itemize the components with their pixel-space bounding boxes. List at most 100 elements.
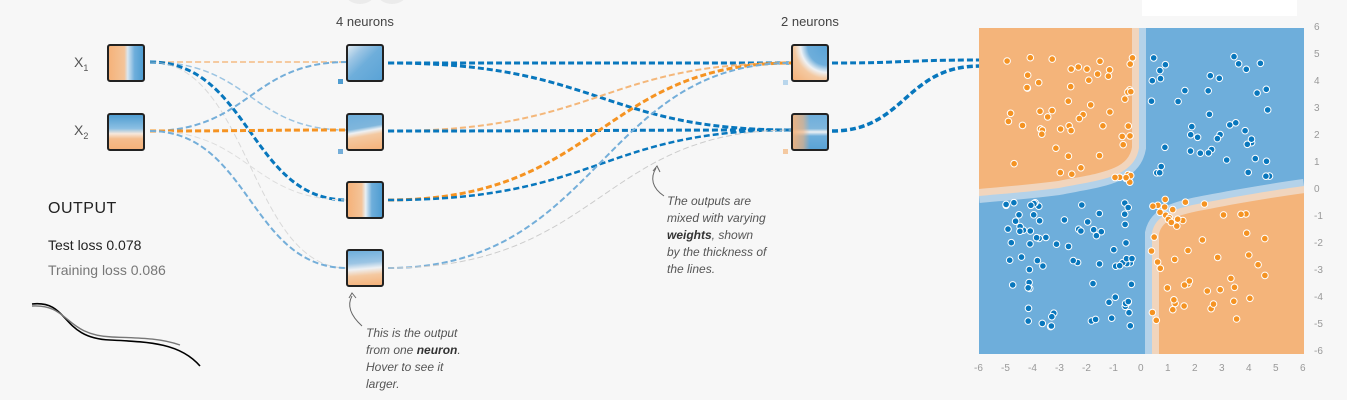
data-point-orange: [1064, 97, 1073, 105]
data-point-orange: [1018, 121, 1027, 130]
input-label-x1: X1: [74, 54, 89, 73]
hidden-neuron-2-1[interactable]: [791, 44, 829, 82]
data-point-orange: [1048, 106, 1056, 115]
x-tick-label: -5: [1001, 363, 1010, 374]
layer-control-1[interactable]: [345, 0, 375, 4]
data-point-blue: [1029, 211, 1038, 219]
weights-explanation: The outputs are mixed with varying weigh…: [667, 194, 767, 276]
y-tick-label: -4: [1314, 292, 1323, 303]
data-point-blue: [1115, 261, 1124, 270]
x-tick-label: 6: [1300, 363, 1306, 374]
data-point-orange: [1096, 57, 1104, 66]
output-heatmap[interactable]: [979, 28, 1304, 354]
data-point-orange: [1085, 76, 1093, 85]
data-point-orange: [1067, 65, 1075, 73]
data-point-orange: [1227, 274, 1235, 283]
data-point-orange: [1254, 260, 1262, 269]
bias-2-2[interactable]: [783, 149, 788, 154]
loss-curve-test: [31, 303, 201, 367]
data-point-blue: [1032, 233, 1041, 242]
bias-1-1[interactable]: [338, 79, 343, 84]
data-point-blue: [1024, 304, 1033, 313]
data-point-orange: [1105, 66, 1114, 74]
hidden-neuron-1-4[interactable]: [346, 249, 384, 287]
data-point-orange: [1261, 271, 1269, 280]
data-point-orange: [1077, 164, 1085, 172]
hidden-neuron-1-2[interactable]: [346, 113, 384, 151]
input-neuron-x1[interactable]: [107, 44, 145, 82]
layer-control-2[interactable]: [377, 0, 407, 4]
data-point-blue: [1091, 315, 1100, 324]
x-tick-label: 0: [1138, 363, 1144, 374]
data-point-orange: [1083, 65, 1091, 73]
y-tick-label: 3: [1314, 103, 1320, 114]
data-point-orange: [1026, 53, 1035, 62]
data-point-blue: [1181, 86, 1189, 95]
bias-2-1[interactable]: [783, 80, 788, 85]
data-point-orange: [1209, 300, 1218, 308]
data-point-orange: [1034, 78, 1043, 87]
data-point-blue: [1157, 162, 1165, 171]
data-point-orange: [1173, 222, 1181, 230]
data-point-orange: [1093, 70, 1102, 78]
y-tick-label: -5: [1314, 319, 1323, 330]
data-point-blue: [1035, 217, 1044, 225]
data-point-orange: [1200, 200, 1209, 208]
data-point-orange: [1119, 140, 1127, 149]
data-point-blue: [1186, 147, 1195, 155]
data-point-blue: [1047, 322, 1056, 330]
data-point-orange: [1246, 294, 1254, 303]
data-point-blue: [1244, 168, 1253, 177]
data-point-orange: [1168, 205, 1177, 214]
data-point-blue: [1039, 262, 1047, 270]
data-point-blue: [1262, 172, 1270, 180]
data-point-orange: [1006, 109, 1015, 118]
data-point-blue: [1124, 203, 1132, 212]
data-point-blue: [1095, 260, 1104, 268]
data-point-blue: [1038, 319, 1047, 328]
data-point-blue: [1024, 284, 1033, 292]
data-point-blue: [1048, 312, 1056, 321]
data-point-orange: [1213, 253, 1222, 262]
data-point-orange: [1163, 284, 1172, 292]
hidden-neuron-2-2[interactable]: [791, 113, 829, 151]
data-point-blue: [1002, 200, 1010, 209]
data-point-blue: [1042, 233, 1050, 242]
y-tick-label: 2: [1314, 130, 1320, 141]
data-point-blue: [1156, 66, 1164, 75]
data-point-blue: [1215, 74, 1224, 83]
data-point-orange: [1111, 173, 1119, 182]
data-point-blue: [1064, 242, 1073, 251]
x-tick-label: 2: [1192, 363, 1198, 374]
data-point-blue: [1188, 122, 1196, 131]
data-point-orange: [1156, 264, 1165, 273]
hidden-neuron-1-1[interactable]: [346, 44, 384, 82]
data-point-orange: [1180, 302, 1188, 310]
data-point-orange: [1153, 258, 1162, 266]
data-point-blue: [1097, 227, 1106, 236]
data-point-orange: [1106, 108, 1114, 116]
y-tick-label: 5: [1314, 49, 1320, 60]
data-point-blue: [1241, 126, 1249, 135]
data-point-blue: [1025, 265, 1034, 274]
data-point-blue: [1005, 256, 1014, 264]
bias-1-2[interactable]: [338, 149, 343, 154]
data-point-blue: [1205, 110, 1214, 119]
data-point-blue: [1263, 106, 1272, 114]
data-point-orange: [1152, 316, 1161, 325]
input-neuron-x2[interactable]: [107, 113, 145, 151]
hidden-neuron-1-3[interactable]: [346, 181, 384, 219]
data-point-blue: [1126, 322, 1135, 330]
data-point-orange: [1122, 173, 1130, 182]
data-point-blue: [1089, 279, 1097, 288]
x-tick-label: -4: [1028, 363, 1037, 374]
data-point-blue: [1213, 134, 1222, 143]
data-point-blue: [1052, 240, 1061, 248]
neuron-output-tip: [828, 59, 829, 69]
data-point-blue: [1243, 140, 1252, 149]
data-point-orange: [1074, 63, 1083, 71]
data-point-orange: [1036, 107, 1044, 116]
data-point-orange: [1003, 57, 1011, 65]
data-point-orange: [1180, 281, 1189, 289]
data-point-blue: [1231, 119, 1240, 127]
